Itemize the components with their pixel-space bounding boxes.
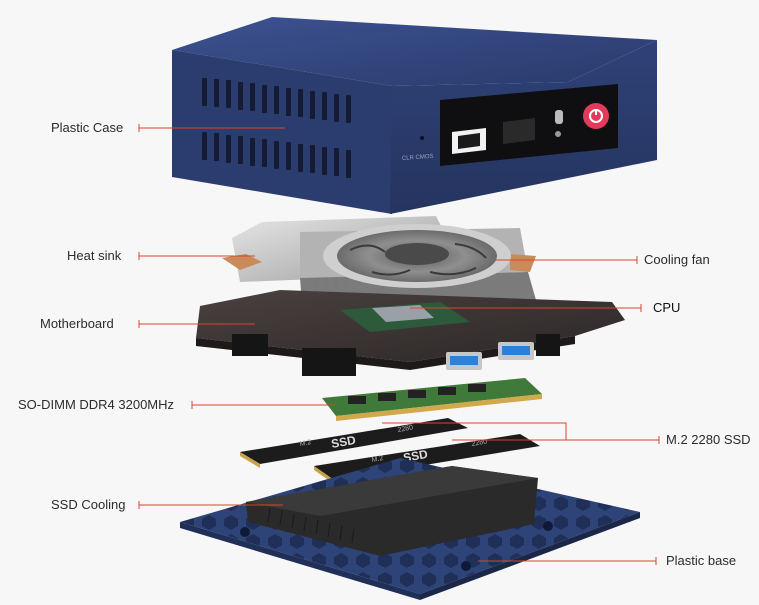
label-heat-sink: Heat sink [67, 248, 122, 263]
label-plastic-base: Plastic base [666, 553, 737, 568]
cooling-fan [323, 224, 511, 288]
label-sodimm: SO-DIMM DDR4 3200MHz [18, 397, 175, 412]
label-m2-ssd: M.2 2280 SSD [666, 432, 751, 447]
ssd-form-lower: M.2 [371, 455, 384, 464]
m2-ssd-upper: SSD M.2 2280 [240, 418, 468, 468]
sodimm-ram [322, 378, 542, 421]
leader-m2-ssd [382, 422, 659, 441]
ssd-size-lower: 2280 [471, 438, 488, 448]
label-motherboard: Motherboard [40, 316, 114, 331]
label-plastic-case: Plastic Case [51, 120, 124, 135]
ssd-size-upper: 2280 [397, 424, 414, 434]
plastic-case: CLR CMOS [172, 17, 657, 214]
ssd-cooling-pad [246, 466, 538, 556]
ssd-form-upper: M.2 [299, 439, 312, 448]
label-cooling-fan: Cooling fan [644, 252, 710, 267]
leader-lines [138, 124, 660, 565]
label-ssd-cooling: SSD Cooling [51, 497, 126, 512]
ssd-label-upper: SSD [330, 433, 357, 451]
label-cpu: CPU [653, 300, 681, 315]
case-side-text: CLR CMOS [402, 154, 434, 162]
motherboard [196, 290, 625, 376]
